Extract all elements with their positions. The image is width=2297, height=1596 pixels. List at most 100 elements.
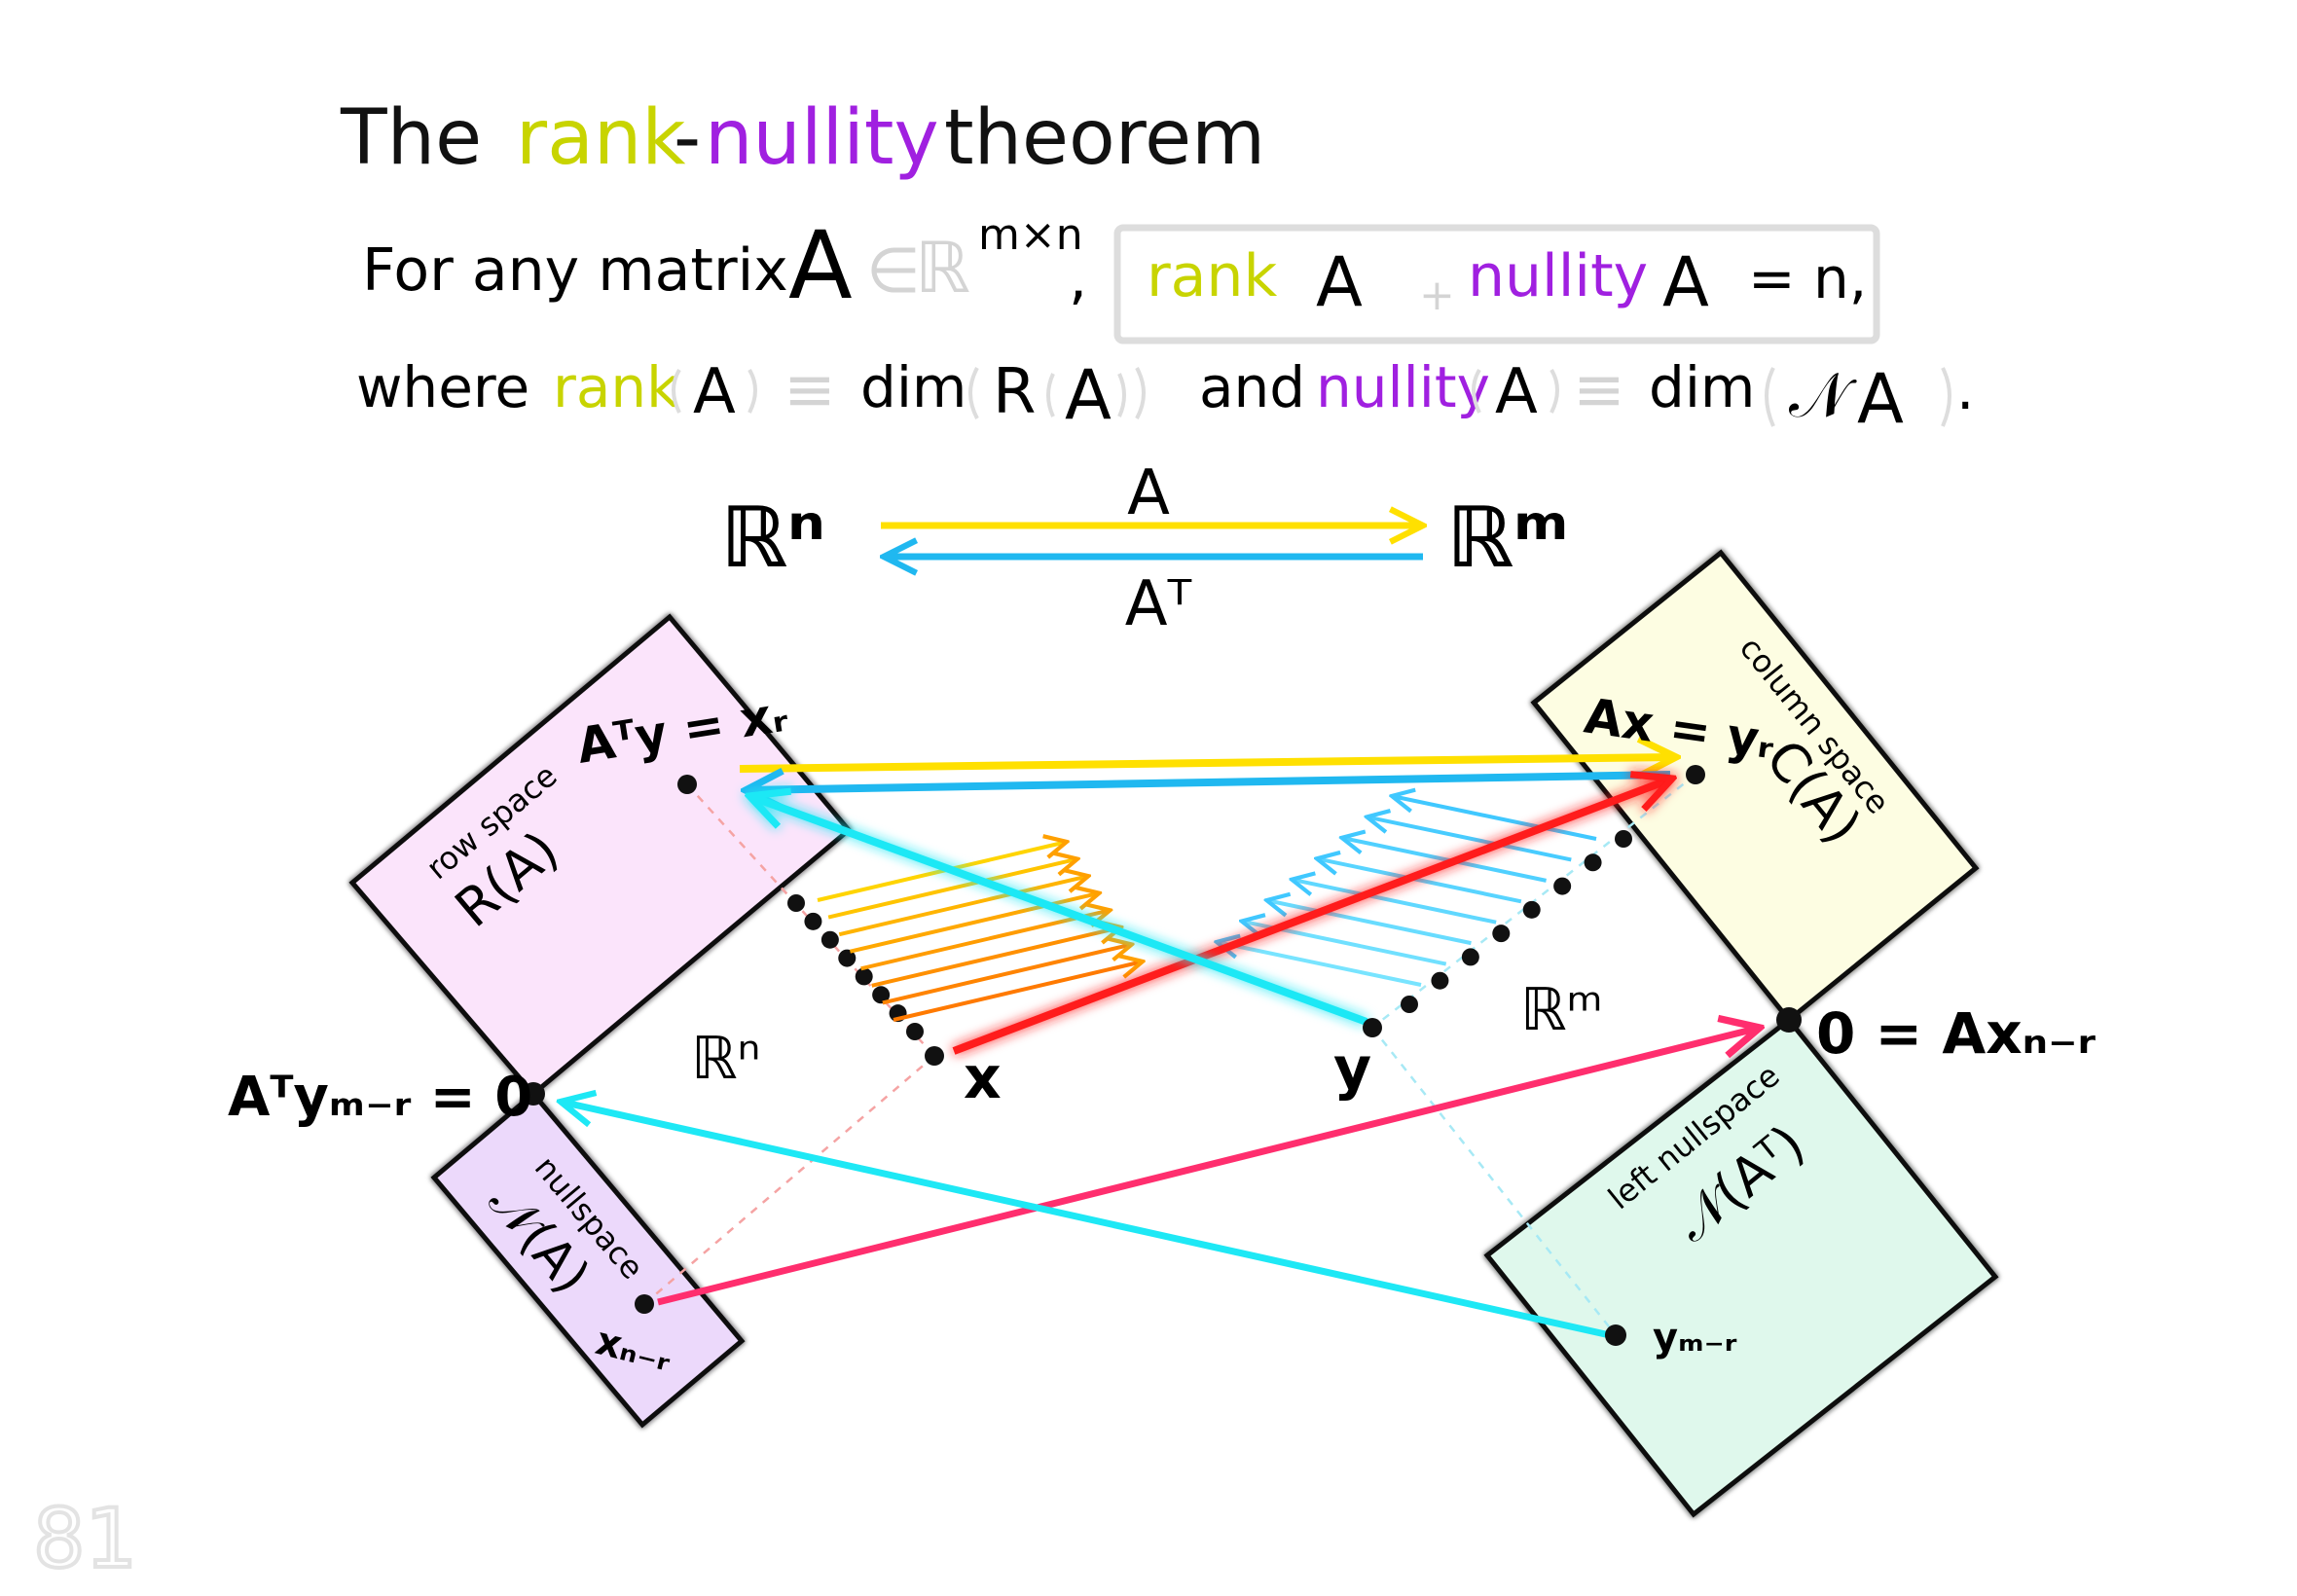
def-and: and	[1199, 354, 1305, 420]
faint-parentheses	[672, 367, 1951, 427]
codomain-hatch-arrow	[1317, 858, 1522, 904]
title: The rank - nullity theorem	[340, 94, 1265, 182]
point-xnr	[635, 1294, 654, 1314]
row-edge-dot	[906, 1023, 924, 1040]
domain-hatch-arrow	[838, 876, 1088, 937]
row-edge-dot	[838, 949, 857, 967]
def-rank: rank	[553, 354, 679, 420]
arrow-yr-to-xr	[746, 775, 1671, 790]
def-where: where	[356, 354, 529, 420]
point-yr	[1686, 765, 1705, 784]
codomain-hatch-arrow	[1367, 816, 1572, 862]
arrow-y-to-xr	[749, 796, 1368, 1026]
codomain-hatch-arrow	[1292, 880, 1497, 925]
nullspace-box	[430, 1090, 746, 1429]
label-ymr: yₘ₋ᵣ	[1653, 1316, 1737, 1360]
left-nullspace-box	[1483, 1016, 1999, 1518]
domain-hatch-arrow	[860, 910, 1111, 971]
col-edge-dot	[1522, 900, 1541, 919]
domain-hatch-arrow	[849, 893, 1099, 954]
col-edge-dot	[1492, 925, 1511, 943]
forward-map-label: A	[1127, 457, 1170, 529]
label-y: y	[1333, 1034, 1371, 1103]
point-zero-domain	[522, 1082, 545, 1106]
page-number: 81	[33, 1491, 137, 1586]
statement-dims: m×n	[978, 210, 1083, 260]
arrow-x-to-yr	[952, 779, 1672, 1055]
box-a1: A	[1316, 242, 1363, 322]
arrow-xnr-to-zero	[657, 1028, 1760, 1306]
box-rank: rank	[1147, 242, 1277, 310]
codomain-hatch-arrows	[1217, 796, 1597, 987]
row-edge-dot	[855, 967, 873, 986]
mapping-codomain: ℝᵐ	[1446, 490, 1569, 587]
title-nullity: nullity	[705, 94, 939, 182]
col-edge-dot	[1401, 996, 1418, 1013]
col-edge-dot	[1461, 948, 1479, 966]
backward-map-label: Aᵀ	[1125, 568, 1192, 640]
domain-hatch-arrow	[882, 944, 1132, 1005]
def-a3: A	[1495, 356, 1538, 428]
codomain-hatch-arrow	[1217, 942, 1422, 987]
mapping-domain: ℝⁿ	[720, 490, 825, 587]
title-prefix: The	[340, 94, 482, 182]
domain-hatch-arrows	[817, 842, 1143, 1022]
label-rm: ℝᵐ	[1520, 976, 1603, 1044]
point-zero-codomain	[1776, 1007, 1802, 1033]
col-edge-dot	[1584, 853, 1602, 872]
title-suffix: theorem	[944, 94, 1265, 182]
label-aty-zero: Aᵀyₘ₋ᵣ = 0	[228, 1066, 532, 1129]
guide-x-to-null	[643, 1055, 935, 1305]
theorem-box	[1113, 224, 1880, 345]
main-arrows	[561, 757, 1760, 1339]
def-a1: A	[693, 356, 736, 428]
guide-y-to-col	[1371, 774, 1696, 1029]
box-plus: +	[1419, 271, 1455, 320]
row-edge-dot	[872, 986, 891, 1004]
definition-line: where rank A ≡ dim R A and nullity A ≡ d…	[356, 354, 1974, 439]
guide-y-to-leftnull	[1371, 1027, 1617, 1336]
def-a2: A	[1065, 355, 1112, 435]
point-x	[925, 1046, 944, 1066]
row-edge-dot	[787, 894, 805, 912]
theorem-statement: For any matrix A ∈ ℝ m×n , rank A + null…	[362, 210, 1880, 345]
def-a4: A	[1857, 359, 1904, 439]
box-nullity: nullity	[1468, 242, 1648, 310]
statement-comma: ,	[1069, 244, 1087, 312]
codomain-hatch-arrow	[1342, 838, 1547, 883]
arrow-ymr-to-zero	[561, 1102, 1611, 1339]
domain-hatch-arrow	[893, 961, 1143, 1022]
label-zero-ax: 0 = Axₙ₋ᵣ	[1816, 1000, 2096, 1067]
col-edge-dots	[1401, 830, 1632, 1013]
row-edge-dot	[820, 930, 839, 949]
mapping-row: ℝⁿ ℝᵐ A Aᵀ	[720, 457, 1569, 640]
def-dim1: dim	[860, 354, 966, 420]
point-xr	[677, 775, 697, 794]
def-r: R	[993, 356, 1036, 428]
row-edge-dots	[787, 894, 924, 1040]
domain-hatch-arrow	[817, 842, 1067, 902]
title-dash: -	[674, 94, 701, 182]
def-n: 𝒩	[1789, 360, 1857, 432]
point-y	[1363, 1018, 1382, 1037]
domain-hatch-arrow	[827, 859, 1077, 920]
label-rn: ℝⁿ	[691, 1025, 760, 1093]
def-nullity: nullity	[1316, 354, 1490, 420]
def-equiv1: ≡	[784, 354, 836, 426]
col-edge-dot	[1431, 971, 1449, 990]
box-equals-n: = n,	[1748, 245, 1867, 311]
projection-guides	[643, 774, 1696, 1336]
row-edge-dot	[804, 912, 822, 930]
column-space-box	[1530, 549, 1980, 1024]
def-equiv2: ≡	[1573, 354, 1625, 426]
point-ymr	[1605, 1324, 1626, 1346]
arrow-xr-to-yr	[739, 757, 1676, 769]
statement-in: ∈	[866, 236, 921, 308]
col-edge-dot	[1615, 830, 1632, 848]
title-rank: rank	[516, 94, 685, 182]
box-a2: A	[1662, 242, 1709, 322]
statement-reals: ℝ	[915, 227, 970, 308]
def-period: .	[1956, 356, 1974, 422]
col-edge-dot	[1553, 877, 1572, 895]
